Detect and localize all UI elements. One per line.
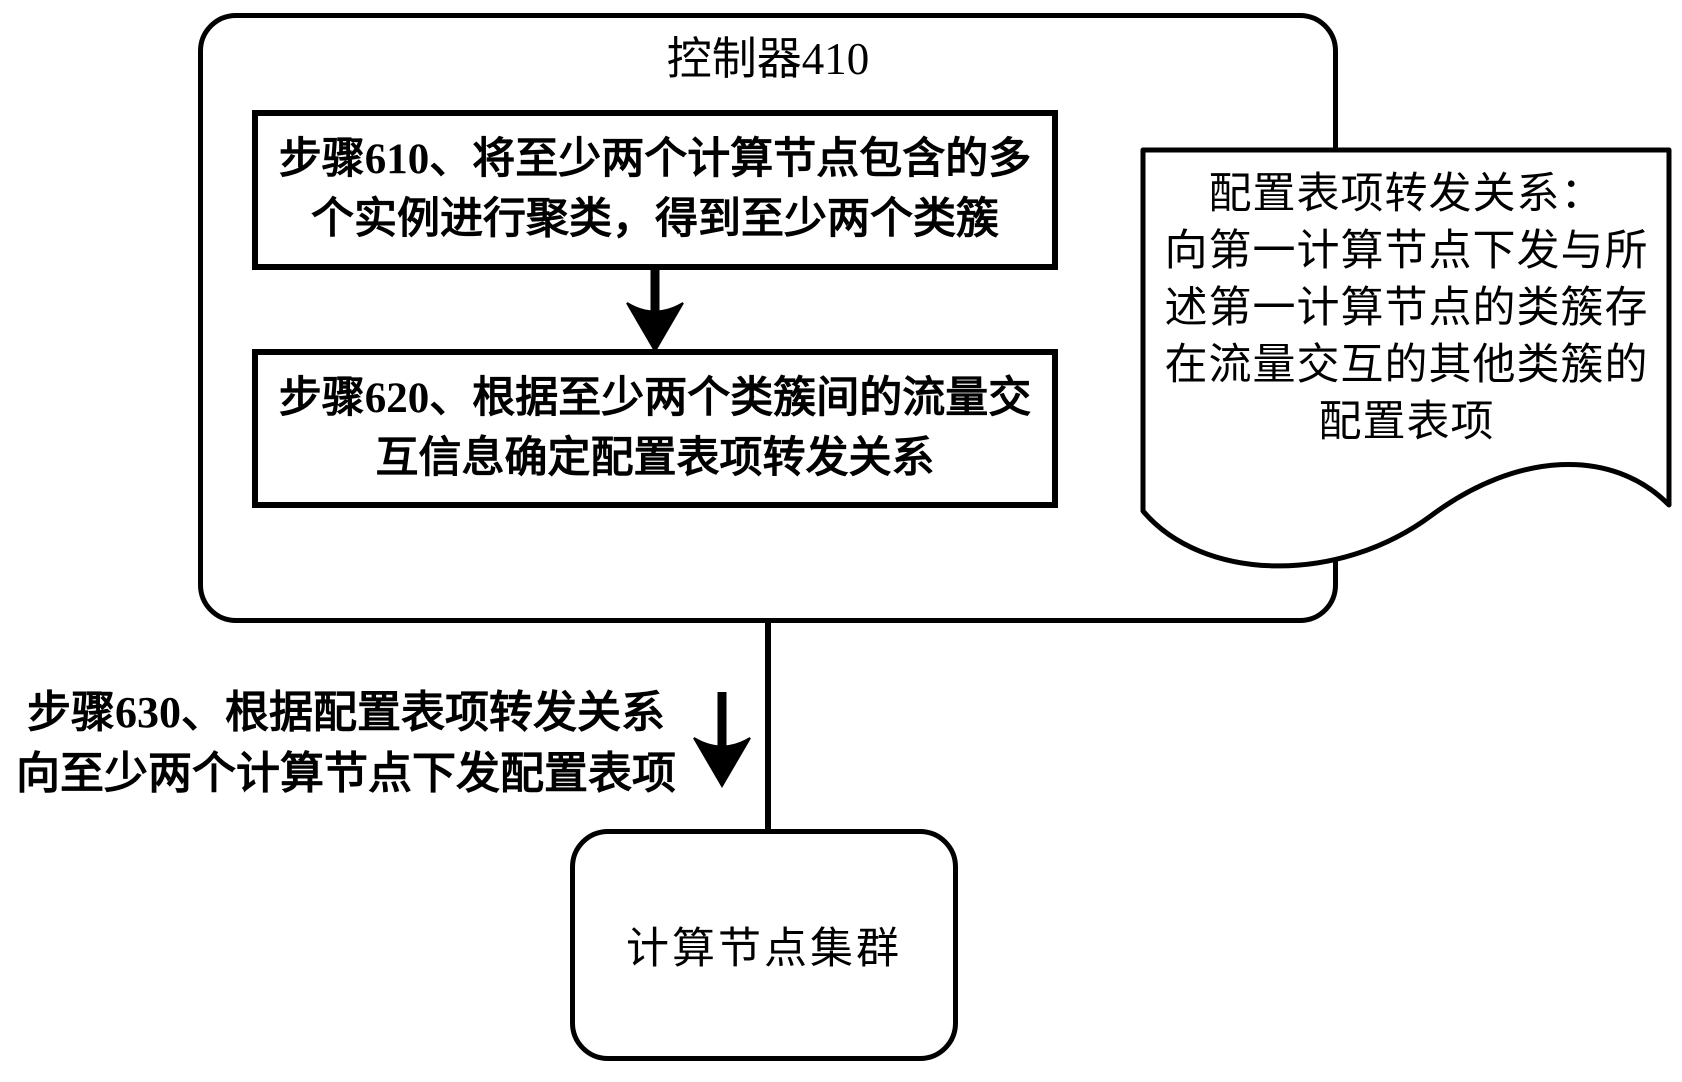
step610-box: 步骤610、将至少两个计算节点包含的多 个实例进行聚类，得到至少两个类簇 xyxy=(252,110,1058,270)
note-text: 配置表项转发关系： 向第一计算节点下发与所 述第一计算节点的类簇存 在流量交互的… xyxy=(1164,171,1649,446)
step620-box: 步骤620、根据至少两个类簇间的流量交 互信息确定配置表项转发关系 xyxy=(252,349,1058,508)
controller-title: 控制器410 xyxy=(666,34,870,84)
step620-text: 步骤620、根据至少两个类簇间的流量交 互信息确定配置表项转发关系 xyxy=(278,374,1032,482)
cluster-box: 计算节点集群 xyxy=(570,829,958,1061)
step630-label: 步骤630、根据配置表项转发关系 向至少两个计算节点下发配置表项 xyxy=(16,688,676,798)
step610-text: 步骤610、将至少两个计算节点包含的多 个实例进行聚类，得到至少两个类簇 xyxy=(278,136,1032,243)
step630-arrowhead-icon xyxy=(693,737,751,788)
cluster-label: 计算节点集群 xyxy=(626,926,902,973)
